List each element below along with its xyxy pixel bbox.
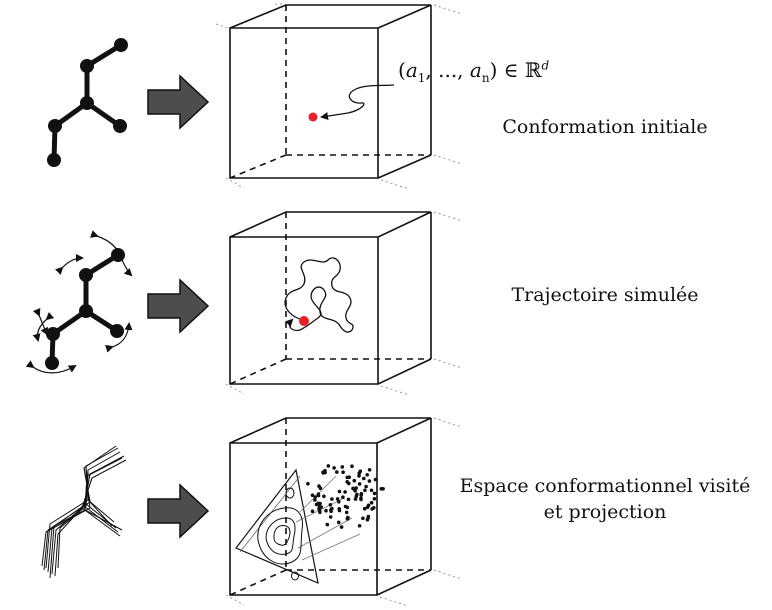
cube-2	[225, 211, 463, 396]
scatter-point	[336, 520, 341, 525]
scatter-point	[372, 491, 377, 496]
scatter-point	[362, 476, 366, 481]
scatter-point	[341, 495, 345, 500]
scatter-point	[367, 468, 372, 472]
density-contours	[257, 487, 303, 581]
scatter-point	[326, 464, 331, 468]
scatter-point	[328, 515, 333, 519]
scatter-point	[322, 494, 326, 499]
scatter-point	[318, 486, 323, 491]
scatter-point	[317, 504, 322, 509]
scatter-point	[337, 500, 341, 504]
scatter-point	[310, 509, 315, 513]
scatter-point	[316, 501, 321, 506]
scatter-point	[330, 497, 334, 501]
scatter-point	[369, 488, 374, 493]
arrow-right-icon	[147, 278, 210, 334]
caption-simulated-trajectory: Trajectoire simulée	[511, 284, 699, 306]
scatter-point	[345, 505, 350, 510]
visited-conformations-scatter	[306, 464, 385, 529]
scatter-point	[321, 471, 326, 475]
scatter-point	[318, 510, 322, 515]
scatter-point	[328, 503, 333, 507]
scatter-point	[339, 525, 344, 529]
scatter-point	[316, 493, 321, 498]
simulated-trajectory	[284, 257, 354, 333]
scatter-point	[370, 507, 374, 511]
molecule-ensemble	[41, 445, 127, 579]
scatter-point	[354, 494, 359, 499]
caption-visited-space: Espace conformationnel visité et project…	[440, 474, 770, 525]
scatter-point	[337, 507, 342, 511]
scatter-point	[306, 481, 310, 486]
scatter-point	[367, 479, 372, 483]
molecule-simulated	[25, 230, 133, 374]
scatter-point	[373, 477, 378, 482]
scatter-point	[353, 497, 358, 501]
initial-conformation-point	[308, 112, 318, 122]
scatter-point	[372, 497, 377, 501]
projection-plane	[235, 468, 319, 584]
scatter-point	[357, 524, 362, 528]
scatter-point	[363, 488, 367, 493]
molecule-initial	[47, 38, 128, 167]
scatter-point	[330, 506, 334, 511]
scatter-point	[340, 465, 345, 469]
scatter-point	[357, 474, 361, 478]
trajectory-start-point	[299, 316, 309, 326]
scatter-point	[357, 482, 362, 486]
scatter-point	[350, 464, 354, 469]
scatter-point	[347, 481, 351, 486]
scatter-point	[313, 498, 317, 502]
scatter-point	[332, 466, 336, 470]
scatter-point	[313, 495, 318, 499]
scatter-point	[310, 493, 315, 498]
pointer-squiggle	[320, 84, 395, 121]
scatter-point	[359, 496, 363, 501]
scatter-point	[344, 510, 349, 515]
scatter-point	[345, 475, 350, 480]
scatter-point	[364, 484, 368, 489]
arrow-right-icon	[147, 483, 210, 539]
scatter-point	[369, 500, 374, 505]
scatter-point	[346, 497, 351, 502]
arrow-right-icon	[147, 74, 210, 130]
scatter-point	[352, 478, 357, 483]
scatter-point	[351, 486, 356, 491]
scatter-point	[361, 516, 365, 521]
cube-3	[225, 417, 463, 607]
scatter-point	[359, 493, 364, 497]
scatter-point	[358, 469, 363, 474]
scatter-point	[343, 490, 347, 494]
scatter-point	[341, 470, 345, 475]
scatter-point	[335, 470, 339, 474]
scatter-point	[362, 506, 367, 511]
coordinate-vector-label: (a1, ..., an) ∈ ℝd	[398, 58, 550, 85]
scatter-point	[337, 489, 342, 494]
scatter-point	[366, 503, 371, 508]
scatter-point	[366, 516, 371, 520]
scatter-point	[365, 473, 370, 477]
scatter-point	[345, 516, 350, 520]
caption-visited-space-line2: et projection	[543, 500, 667, 523]
scatter-point	[325, 522, 330, 527]
cube-1	[215, 3, 463, 190]
caption-initial-conformation: Conformation initiale	[502, 116, 708, 138]
scatter-point	[379, 487, 384, 491]
scatter-point	[324, 508, 328, 513]
scatter-point	[335, 497, 340, 501]
scatter-point	[354, 486, 359, 490]
caption-visited-space-line1: Espace conformationnel visité	[459, 475, 751, 497]
